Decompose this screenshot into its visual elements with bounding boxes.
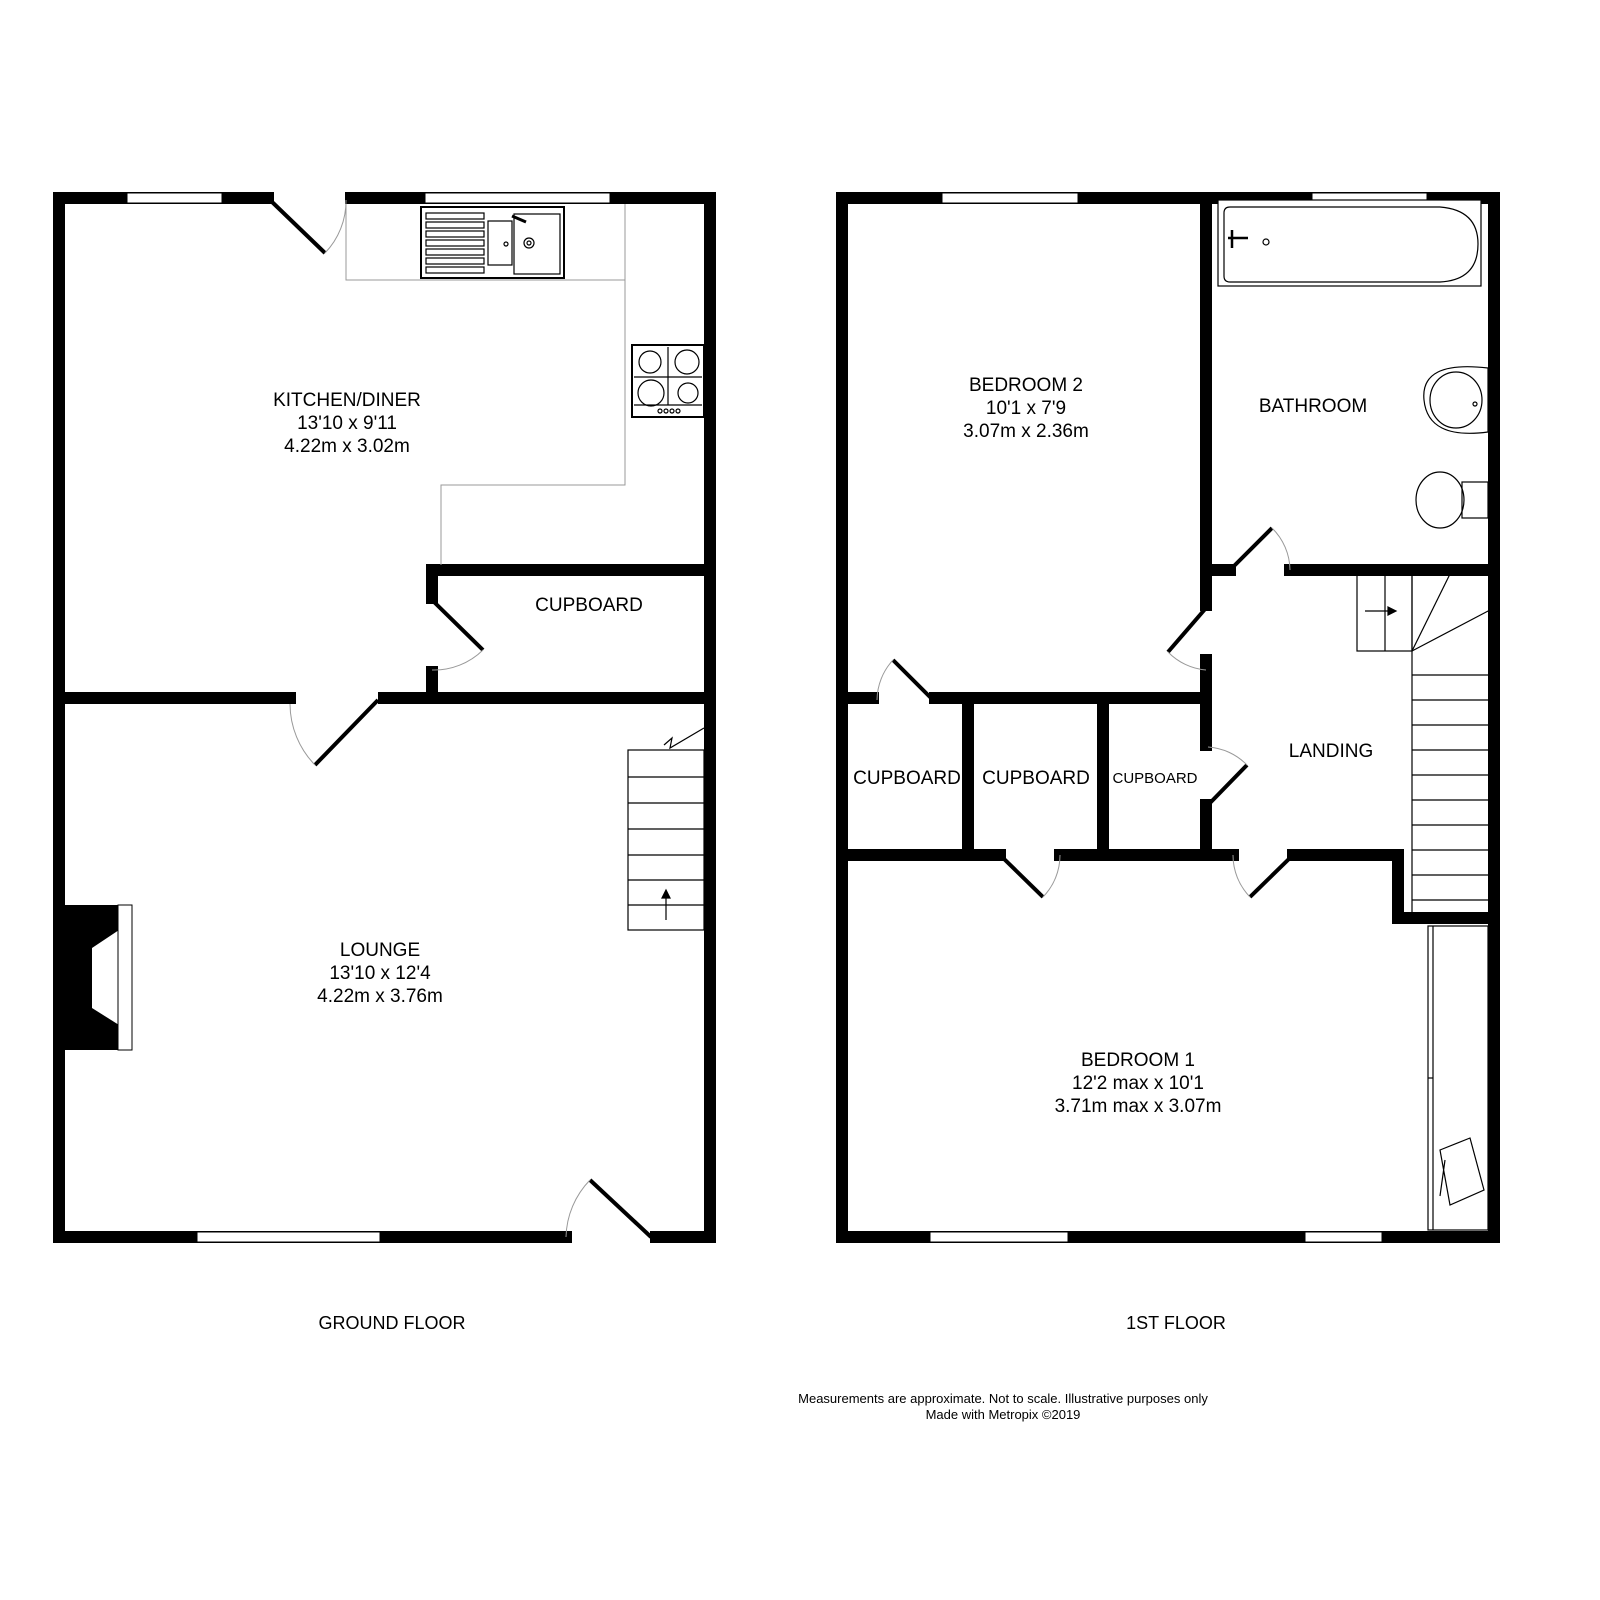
room-size-imperial: 10'1 x 7'9 [986, 398, 1066, 419]
credit-text: Made with Metropix ©2019 [926, 1407, 1081, 1422]
door [1232, 853, 1295, 899]
room-size-metric: 4.22m x 3.76m [317, 986, 443, 1007]
room-size-metric: 3.07m x 2.36m [963, 421, 1089, 442]
door [289, 698, 380, 767]
floor-title: GROUND FLOOR [318, 1313, 465, 1333]
room-lounge: LOUNGE 13'10 x 12'4 4.22m x 3.76m [317, 940, 443, 1007]
room-landing: LANDING [1289, 741, 1373, 762]
ground-floor-walls [53, 192, 716, 1243]
room-name: LOUNGE [340, 940, 420, 961]
window [941, 192, 1079, 204]
bath-icon [1217, 199, 1482, 287]
window [196, 1231, 381, 1243]
staircase-icon [1356, 573, 1491, 915]
floor-title: 1ST FLOOR [1126, 1313, 1226, 1333]
staircase-icon [627, 727, 705, 931]
worktop [345, 204, 626, 565]
door [876, 658, 935, 702]
window [929, 1231, 1069, 1243]
window [424, 192, 611, 204]
room-cupboard: CUPBOARD [853, 768, 961, 789]
window [1304, 1231, 1383, 1243]
sink-icon [420, 206, 565, 279]
room-cupboard: CUPBOARD [1112, 770, 1197, 787]
window [126, 192, 223, 204]
room-size-imperial: 12'2 max x 10'1 [1072, 1073, 1204, 1094]
basin-icon [1423, 366, 1489, 434]
room-size-metric: 4.22m x 3.02m [284, 436, 410, 457]
door [430, 598, 485, 671]
first-floor-plan: BEDROOM 2 10'1 x 7'9 3.07m x 2.36m BATHR… [836, 192, 1500, 1333]
ground-floor-plan: KITCHEN/DINER 13'10 x 9'11 4.22m x 3.02m… [53, 192, 716, 1333]
door [565, 1178, 653, 1239]
room-bedroom-2: BEDROOM 2 10'1 x 7'9 3.07m x 2.36m [963, 375, 1089, 442]
toilet-icon [1415, 471, 1489, 529]
fireplace-icon [63, 904, 133, 1051]
room-cupboard: CUPBOARD [982, 768, 1090, 789]
room-bathroom: BATHROOM [1259, 396, 1367, 417]
door [1206, 746, 1249, 807]
room-name: BEDROOM 2 [969, 375, 1083, 396]
door [1166, 606, 1208, 671]
wardrobe-icon [1427, 925, 1489, 1231]
hob-icon [631, 344, 705, 418]
room-name: KITCHEN/DINER [273, 390, 421, 411]
room-name: BEDROOM 1 [1081, 1050, 1195, 1071]
door [1228, 526, 1291, 572]
room-bedroom-1: BEDROOM 1 12'2 max x 10'1 3.71m max x 3.… [1055, 1050, 1222, 1117]
room-kitchen-diner: KITCHEN/DINER 13'10 x 9'11 4.22m x 3.02m [273, 390, 421, 457]
room-size-imperial: 13'10 x 12'4 [329, 963, 431, 984]
room-cupboard: CUPBOARD [535, 595, 643, 616]
room-size-metric: 3.71m max x 3.07m [1055, 1096, 1222, 1117]
disclaimer-text: Measurements are approximate. Not to sca… [798, 1391, 1208, 1406]
door [268, 198, 347, 255]
room-size-imperial: 13'10 x 9'11 [297, 413, 397, 434]
door [998, 853, 1061, 899]
